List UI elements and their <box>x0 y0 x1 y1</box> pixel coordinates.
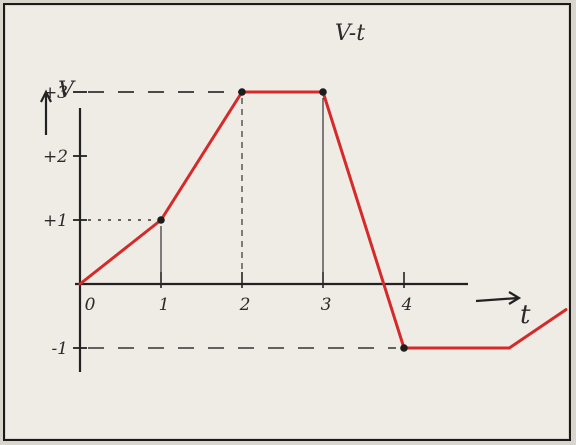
axes <box>40 89 522 372</box>
y-tick-label-3: -1 <box>51 339 68 359</box>
data-point-3 <box>400 344 408 352</box>
y-tick-label-1: +2 <box>43 147 68 167</box>
x-tick-label-0: 0 <box>85 295 96 315</box>
x-tick-label-3: 3 <box>321 295 332 315</box>
x-tick-label-4: 4 <box>401 295 413 315</box>
y-axis-arrowhead <box>40 89 52 103</box>
x-axis-arrowhead <box>508 291 522 305</box>
x-tick-label-2: 2 <box>239 295 251 315</box>
chart-title: V-t <box>335 21 365 46</box>
y-tick-label-0: +3 <box>43 83 68 103</box>
paper-frame <box>3 3 571 441</box>
marker-layer <box>157 88 408 352</box>
x-axis-arrow-shaft <box>475 296 519 303</box>
x-axis-label: t <box>520 300 531 330</box>
x-tick-label-1: 1 <box>159 295 170 315</box>
y-axis-label: V <box>58 78 76 103</box>
data-point-0 <box>157 216 165 224</box>
data-point-2 <box>319 88 327 96</box>
data-point-1 <box>238 88 246 96</box>
y-tick-label-2: +1 <box>43 211 68 231</box>
paper-background <box>6 6 568 438</box>
